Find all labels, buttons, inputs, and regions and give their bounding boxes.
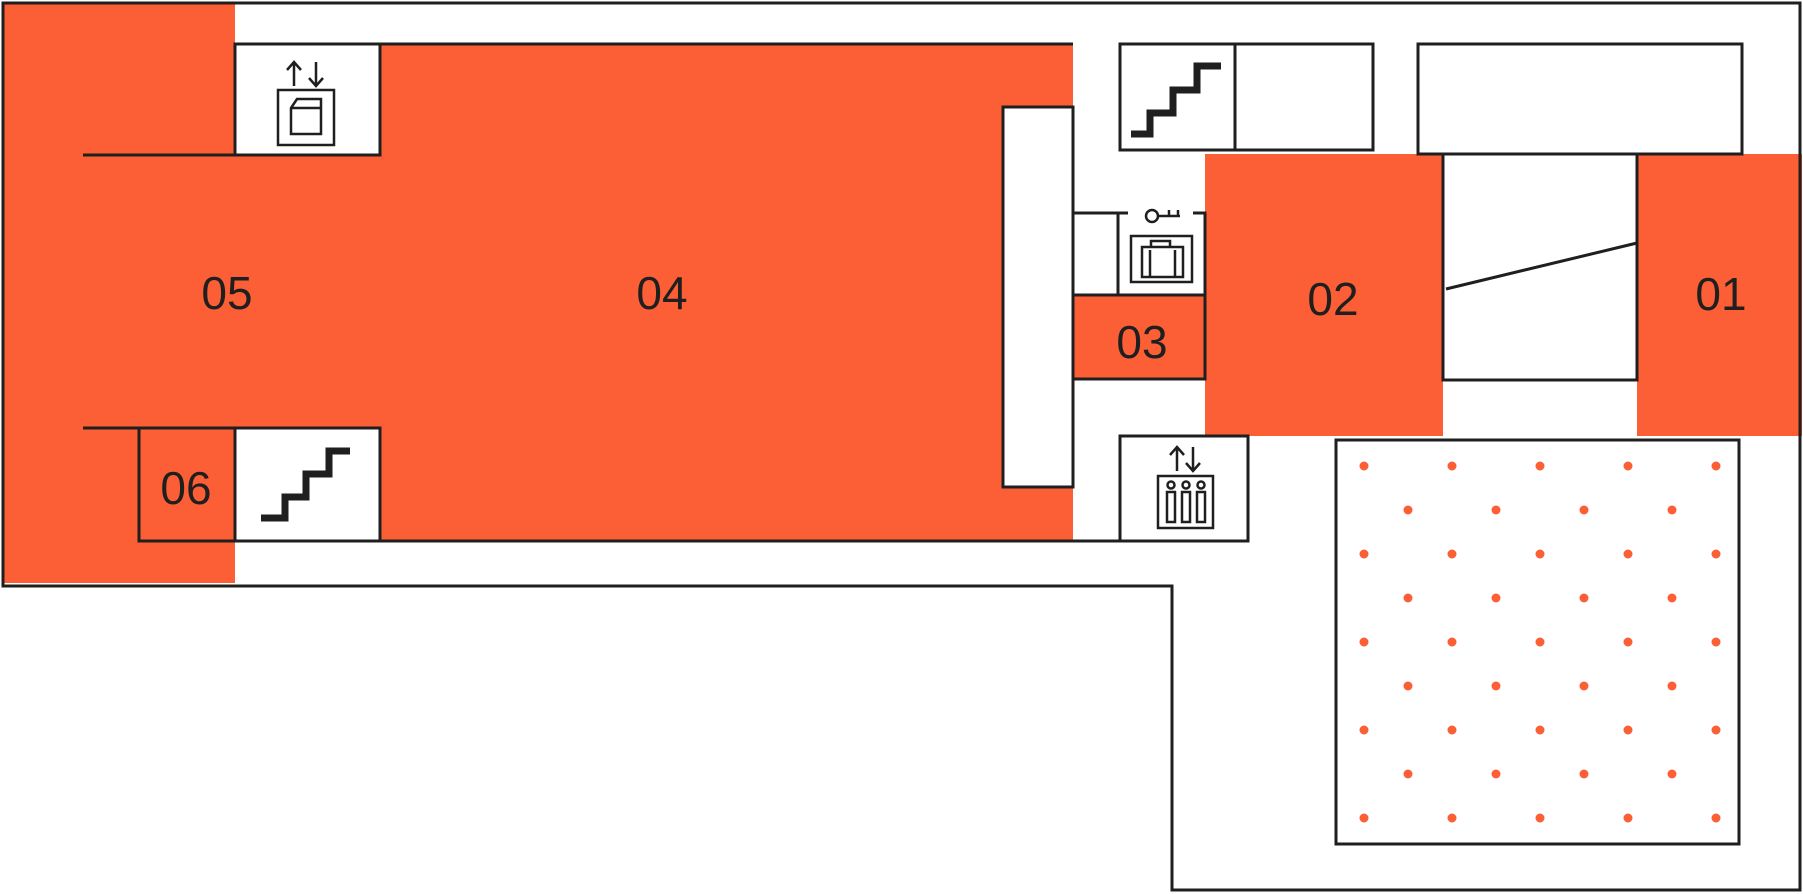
room-01-area[interactable] xyxy=(1637,154,1802,436)
courtyard-dot xyxy=(1711,461,1721,471)
courtyard-dot xyxy=(1667,593,1677,603)
courtyard-dot xyxy=(1359,637,1369,647)
luggage-storage[interactable] xyxy=(1073,208,1207,297)
courtyard-dot xyxy=(1491,681,1501,691)
courtyard-dot xyxy=(1535,637,1545,647)
courtyard-dot xyxy=(1535,461,1545,471)
room-labels: 05 04 03 02 01 06 xyxy=(160,267,1746,514)
room-label-02: 02 xyxy=(1307,273,1358,325)
passenger-elevator-icon xyxy=(1156,445,1215,530)
freight-elevator[interactable] xyxy=(233,42,382,157)
courtyard-dot xyxy=(1491,769,1501,779)
courtyard-dot xyxy=(1535,549,1545,559)
room-label-01: 01 xyxy=(1695,268,1746,320)
courtyard-dot xyxy=(1491,593,1501,603)
freight-elevator-icon xyxy=(276,60,336,147)
room-03-area[interactable] xyxy=(1073,295,1205,379)
courtyard-dot xyxy=(1623,637,1633,647)
courtyard-dot xyxy=(1579,593,1589,603)
luggage-storage-icon xyxy=(1129,208,1194,284)
courtyard-dot xyxy=(1711,637,1721,647)
courtyard-dot xyxy=(1447,813,1457,823)
courtyard-dot xyxy=(1447,637,1457,647)
room-label-05: 05 xyxy=(201,267,252,319)
room-03-box xyxy=(1071,293,1207,381)
courtyard-dot xyxy=(1711,813,1721,823)
stairs-right[interactable] xyxy=(1118,42,1375,152)
courtyard-dot xyxy=(1579,681,1589,691)
room-label-03: 03 xyxy=(1116,316,1167,368)
courtyard-dot xyxy=(1579,505,1589,515)
courtyard-dot xyxy=(1579,769,1589,779)
courtyard-dot xyxy=(1403,505,1413,515)
room-label-06: 06 xyxy=(160,462,211,514)
courtyard-dot xyxy=(1359,725,1369,735)
stairs-icon xyxy=(261,447,350,522)
courtyard-dot xyxy=(1623,725,1633,735)
room-02-area[interactable] xyxy=(1205,154,1443,436)
courtyard-dot xyxy=(1623,461,1633,471)
courtyard-dot xyxy=(1667,769,1677,779)
stairs-icon xyxy=(1131,62,1221,138)
ramp-area xyxy=(1441,152,1639,382)
divider-pillar xyxy=(1001,105,1075,489)
courtyard-dot xyxy=(1667,505,1677,515)
courtyard-dot xyxy=(1623,813,1633,823)
dotted-courtyard xyxy=(1334,438,1741,846)
courtyard-dot xyxy=(1359,461,1369,471)
courtyard-dot xyxy=(1623,549,1633,559)
courtyard-dot xyxy=(1711,549,1721,559)
passenger-elevator[interactable] xyxy=(1118,434,1250,543)
courtyard-dot xyxy=(1447,549,1457,559)
courtyard-dot xyxy=(1403,769,1413,779)
courtyard-dot xyxy=(1403,593,1413,603)
courtyard-dot xyxy=(1447,461,1457,471)
stairs-left[interactable] xyxy=(233,426,382,543)
courtyard-dot xyxy=(1403,681,1413,691)
room-top-right xyxy=(1416,42,1744,156)
room-label-04: 04 xyxy=(636,267,687,319)
courtyard-dot xyxy=(1535,813,1545,823)
room-06-box[interactable] xyxy=(137,426,237,543)
courtyard-dot xyxy=(1711,725,1721,735)
courtyard-dot xyxy=(1359,549,1369,559)
courtyard-dot xyxy=(1359,813,1369,823)
courtyard-dot xyxy=(1667,681,1677,691)
courtyard-dot xyxy=(1447,725,1457,735)
courtyard-dot xyxy=(1535,725,1545,735)
courtyard-dot xyxy=(1491,505,1501,515)
